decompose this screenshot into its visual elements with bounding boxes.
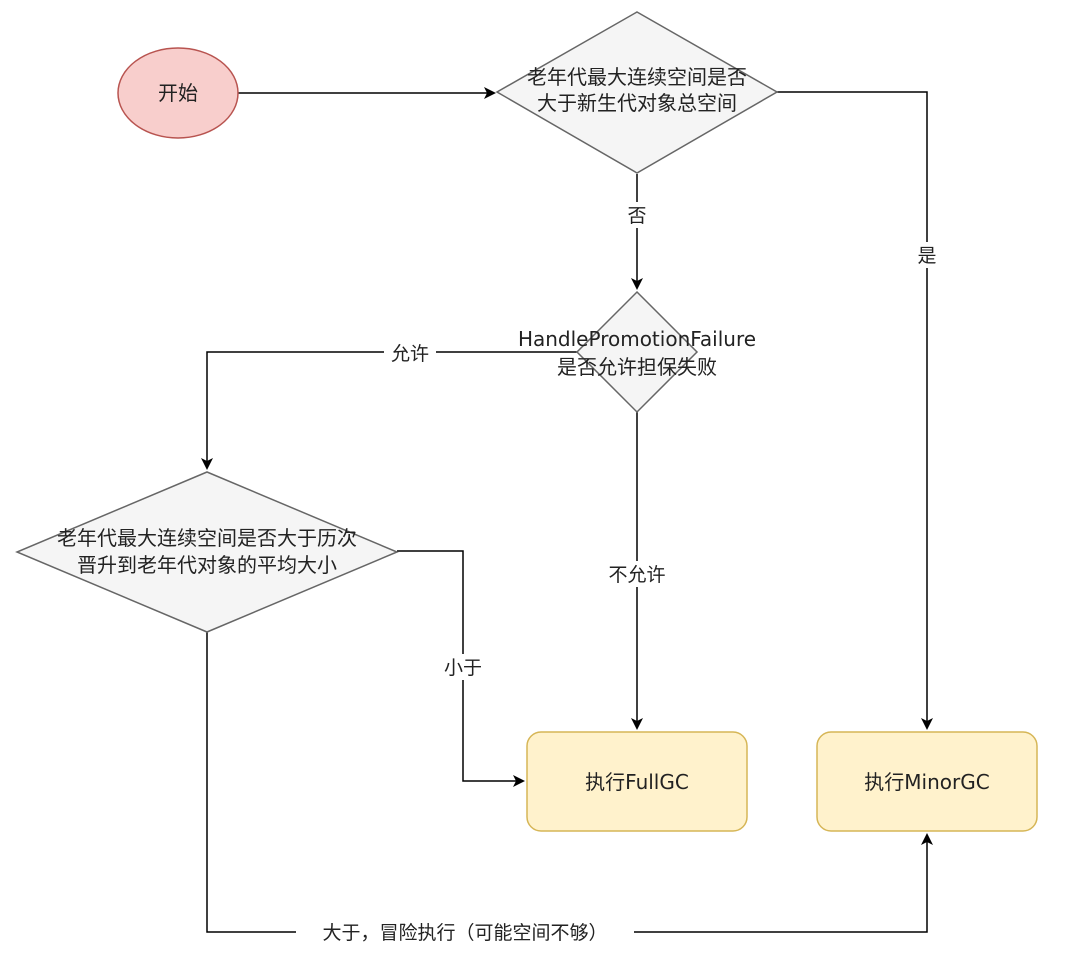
edge-label-yes: 是: [914, 242, 940, 268]
check-handle-line-1: HandlePromotionFailure: [518, 327, 756, 351]
label-yes: 是: [917, 245, 936, 267]
edge-yes-to-minorgc: [776, 91, 933, 730]
edge-label-not-allow: 不允许: [602, 561, 672, 587]
edge-label-no: 否: [624, 202, 650, 228]
decision-check-total: 老年代最大连续空间是否 大于新生代对象总空间: [495, 11, 779, 174]
label-not-allow: 不允许: [608, 564, 665, 586]
edge-label-allow: 允许: [384, 340, 436, 366]
label-no: 否: [627, 205, 646, 227]
action-full-gc: 执行FullGC: [526, 731, 748, 832]
check-total-line-1: 老年代最大连续空间是否: [527, 65, 747, 89]
check-avg-line-2: 晋升到老年代对象的平均大小: [77, 553, 337, 577]
minor-gc-label: 执行MinorGC: [864, 770, 989, 794]
label-less: 小于: [444, 657, 482, 679]
decision-check-avg: 老年代最大连续空间是否大于历次 晋升到老年代对象的平均大小: [15, 471, 399, 633]
edge-label-less: 小于: [437, 654, 489, 680]
action-minor-gc: 执行MinorGC: [816, 731, 1038, 832]
start-node: 开始: [117, 47, 239, 139]
check-total-line-2: 大于新生代对象总空间: [537, 91, 737, 115]
label-greater-risk: 大于，冒险执行（可能空间不够）: [322, 922, 607, 944]
check-avg-line-1: 老年代最大连续空间是否大于历次: [57, 526, 357, 550]
start-label: 开始: [158, 81, 198, 105]
check-handle-line-2: 是否允许担保失败: [557, 355, 717, 379]
edge-allow-to-check-avg: [201, 351, 577, 470]
edge-label-greater-risk: 大于，冒险执行（可能空间不够）: [296, 919, 634, 945]
label-allow: 允许: [391, 343, 429, 365]
decision-check-handle: HandlePromotionFailure 是否允许担保失败: [518, 290, 756, 414]
full-gc-label: 执行FullGC: [585, 770, 689, 794]
